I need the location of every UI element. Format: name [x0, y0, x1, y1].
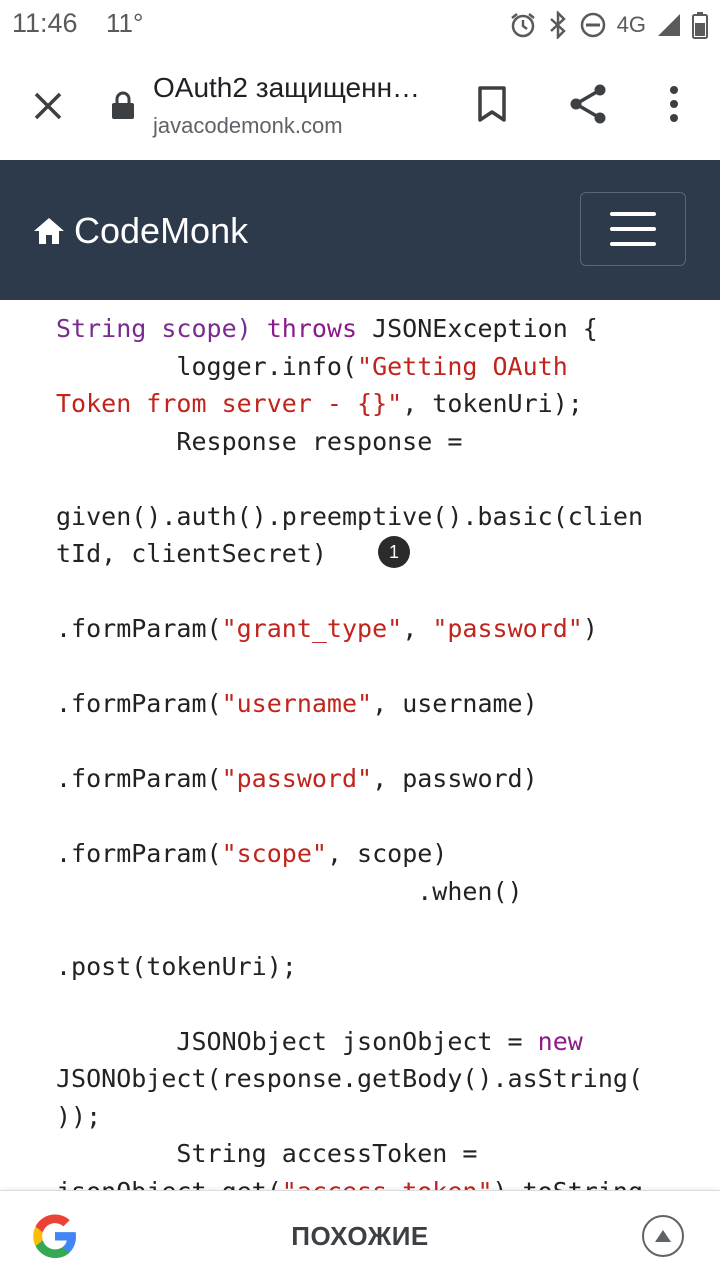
status-time: 11:46 — [12, 8, 78, 38]
code-line: )); — [56, 1098, 101, 1135]
code-line: String accessToken = — [56, 1135, 477, 1172]
code-line: tId, clientSecret) — [56, 535, 327, 572]
code-token: , tokenUri); — [402, 389, 583, 418]
code-line: String scope) throws JSONException { — [56, 310, 598, 347]
code-token: .post(tokenUri); — [56, 951, 297, 981]
more-vert-icon — [670, 86, 678, 122]
battery-icon — [692, 12, 708, 39]
code-token: "grant_type" — [221, 614, 403, 643]
code-token: String accessToken = — [56, 1139, 478, 1168]
code-token: jsonObject.get( — [56, 1177, 282, 1191]
code-token: Token from server - {}" — [56, 389, 403, 418]
page-title[interactable]: OAuth2 защищенн… — [153, 72, 421, 103]
code-token: logger.info( — [56, 351, 358, 381]
code-token: JSONException { — [357, 314, 598, 343]
code-token: JSONObject jsonObject = — [56, 1026, 538, 1056]
code-token: JSONObject(response.getBody().asString( — [56, 1064, 643, 1093]
bookmark-icon — [478, 86, 506, 122]
code-line: given().auth().preemptive().basic(clien — [56, 498, 643, 535]
code-token: "password" — [221, 764, 373, 793]
code-token: , scope) — [326, 839, 448, 868]
code-token: Response response = — [56, 426, 463, 456]
code-line: jsonObject.get("access_token").toString — [56, 1173, 643, 1191]
share-icon — [570, 84, 606, 124]
do-not-disturb-icon — [580, 12, 605, 38]
code-line: .formParam("scope", scope) — [56, 835, 447, 872]
expand-button[interactable] — [642, 1215, 684, 1257]
brand-name: CodeMonk — [74, 210, 249, 251]
related-label: ПОХОЖИЕ — [291, 1221, 429, 1251]
site-header: CodeMonk — [0, 160, 720, 300]
code-token: tId, clientSecret) — [56, 539, 327, 568]
brand-link[interactable]: CodeMonk — [32, 210, 248, 252]
code-line: JSONObject jsonObject = new — [56, 1023, 583, 1060]
code-token: "username" — [221, 689, 373, 718]
code-token: ) — [582, 614, 598, 643]
code-line: .post(tokenUri); — [56, 948, 297, 985]
code-token: "access_token" — [282, 1177, 493, 1191]
code-token: throws — [266, 314, 358, 343]
browser-toolbar: OAuth2 защищенн… javacodemonk.com — [0, 52, 720, 161]
hamburger-line — [610, 242, 656, 246]
home-icon — [34, 218, 64, 244]
code-token: , password) — [372, 764, 538, 793]
code-token: , username) — [372, 689, 538, 718]
code-line: .formParam("grant_type", "password") — [56, 610, 598, 647]
code-token: , — [402, 614, 433, 643]
hamburger-line — [610, 212, 656, 216]
code-line: JSONObject(response.getBody().asString( — [56, 1060, 643, 1097]
triangle-up-icon — [655, 1230, 671, 1242]
page-url[interactable]: javacodemonk.com — [153, 113, 343, 138]
code-line: .when() — [56, 873, 523, 910]
hamburger-line — [610, 227, 656, 231]
bluetooth-icon — [549, 11, 566, 39]
code-token: .when() — [56, 876, 523, 906]
code-token: String scope) — [56, 314, 267, 343]
code-block: String scope) throws JSONException { log… — [0, 300, 720, 1190]
code-token: "scope" — [221, 839, 327, 868]
related-bar[interactable]: ПОХОЖИЕ — [0, 1190, 720, 1281]
code-token: new — [537, 1026, 583, 1056]
code-token: )); — [56, 1101, 102, 1131]
code-token: given().auth().preemptive().basic(clien — [56, 501, 643, 531]
code-token: "Getting OAuth — [357, 351, 568, 381]
code-line: .formParam("username", username) — [56, 685, 538, 722]
code-token: ).toString — [493, 1177, 644, 1191]
status-temperature: 11° — [106, 8, 144, 38]
network-type: 4G — [616, 12, 646, 37]
nav-menu-button[interactable] — [580, 192, 686, 266]
share-button[interactable] — [564, 80, 612, 128]
code-callout-badge: 1 — [378, 536, 410, 568]
code-token: .formParam( — [56, 764, 222, 793]
code-line: logger.info("Getting OAuth — [56, 348, 568, 385]
lock-icon — [112, 91, 134, 119]
code-token: .formParam( — [56, 689, 222, 718]
code-line: Token from server - {}", tokenUri); — [56, 385, 583, 422]
close-button[interactable] — [24, 82, 72, 130]
code-line: .formParam("password", password) — [56, 760, 538, 797]
code-token: .formParam( — [56, 614, 222, 643]
code-token: .formParam( — [56, 839, 222, 868]
google-logo-icon — [33, 1214, 76, 1258]
code-token: "password" — [432, 614, 583, 643]
code-line: Response response = — [56, 423, 462, 460]
status-icons: 4G — [509, 10, 708, 40]
more-options-button[interactable] — [652, 80, 696, 128]
bookmark-button[interactable] — [470, 80, 514, 128]
alarm-icon — [510, 13, 535, 38]
signal-icon — [658, 14, 680, 36]
status-bar: 11:46 11° 4G — [0, 0, 720, 52]
close-icon — [34, 92, 62, 120]
